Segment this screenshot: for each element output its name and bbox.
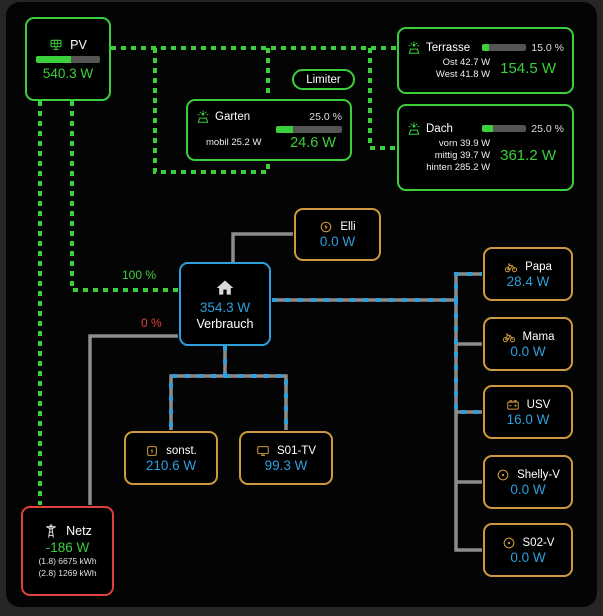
flow-active-papa	[272, 272, 482, 302]
flow-verbrauch-bottom	[169, 346, 288, 430]
papa-value: 28.4 W	[506, 273, 550, 289]
grid-share-label: 0 %	[141, 316, 162, 330]
elli-label: Elli	[340, 221, 356, 233]
pv-value: 540.3 W	[42, 65, 94, 81]
mama-label: Mama	[522, 330, 555, 343]
papa-label: Papa	[525, 260, 552, 273]
limiter-label: Limiter	[306, 73, 341, 86]
node-s02v[interactable]: S02-V 0.0 W	[483, 523, 573, 577]
node-elli[interactable]: Elli 0.0 W	[294, 208, 381, 261]
sonst-value: 210.6 W	[145, 457, 197, 473]
limiter-badge[interactable]: Limiter	[292, 69, 355, 90]
node-shellyv[interactable]: Shelly-V 0.0 W	[483, 455, 573, 509]
bike-icon	[504, 260, 518, 274]
netz-label: Netz	[66, 524, 92, 538]
node-dach[interactable]: Dach 25.0 % vorn 39.9 W mittig 39.7 W hi…	[397, 104, 574, 191]
detail-line: vorn 39.9 W	[438, 137, 491, 149]
terrasse-label: Terrasse	[426, 41, 471, 54]
detail-line: mittig 39.7 W	[434, 149, 491, 161]
netz-import-counter: (1.8) 6675 kWh	[38, 556, 97, 566]
verbrauch-label: Verbrauch	[196, 316, 254, 331]
flow-verbrauch-elli	[231, 232, 293, 262]
detail-line: Ost 42.7 W	[442, 56, 491, 68]
node-usv[interactable]: USV 16.0 W	[483, 385, 573, 439]
pv-share-label: 100 %	[122, 268, 157, 282]
node-netz[interactable]: Netz -186 W (1.8) 6675 kWh (2.8) 1269 kW…	[21, 506, 114, 596]
terrasse-value: 154.5 W	[500, 60, 556, 77]
detail-line: hinten 285.2 W	[426, 161, 491, 173]
s02v-value: 0.0 W	[510, 549, 546, 565]
shellyv-label: Shelly-V	[517, 468, 560, 481]
node-s01tv[interactable]: S01-TV 99.3 W	[239, 431, 333, 485]
usv-label: USV	[526, 398, 551, 411]
netz-value: -186 W	[45, 540, 90, 555]
node-terrasse[interactable]: Terrasse 15.0 % Ost 42.7 W West 41.8 W 1…	[397, 27, 574, 94]
node-papa[interactable]: Papa 28.4 W	[483, 247, 573, 301]
power-dot-icon	[502, 536, 516, 550]
flow-netz-verbrauch	[88, 334, 178, 505]
terrasse-details: Ost 42.7 W West 41.8 W	[407, 57, 500, 81]
flow-garten-return	[153, 48, 270, 174]
flow-active-s01tv	[225, 374, 288, 430]
power-dot-icon	[496, 468, 510, 482]
bike-icon	[502, 330, 516, 344]
elli-value: 0.0 W	[319, 234, 356, 249]
s01tv-label: S01-TV	[277, 444, 316, 457]
garten-percent-bar	[276, 125, 342, 133]
node-pv[interactable]: PV 540.3 W	[25, 17, 111, 101]
garten-value: 24.6 W	[290, 134, 336, 151]
pv-usage-bar	[36, 55, 100, 63]
power-plug-icon	[145, 444, 159, 458]
detail-line: mobil 25.2 W	[206, 136, 262, 148]
s02v-label: S02-V	[522, 536, 555, 549]
mama-value: 0.0 W	[510, 343, 546, 359]
usv-value: 16.0 W	[506, 411, 550, 427]
node-mama[interactable]: Mama 0.0 W	[483, 317, 573, 371]
flow-active-usv	[454, 300, 482, 414]
garten-percent: 25.0 %	[309, 110, 342, 123]
ev-charger-icon	[319, 220, 333, 234]
transmission-tower-icon	[43, 523, 59, 539]
verbrauch-value: 354.3 W	[199, 299, 251, 315]
solar-power-icon	[407, 121, 421, 136]
flow-trunk-dach	[368, 48, 396, 150]
netz-export-counter: (2.8) 1269 kWh	[38, 568, 97, 578]
flow-active-sonst	[169, 346, 227, 430]
dach-value: 361.2 W	[500, 147, 556, 164]
pv-label: PV	[70, 37, 87, 52]
solar-panel-icon	[49, 38, 63, 52]
dach-percent-bar	[482, 125, 527, 132]
flow-trunk-papa	[454, 272, 482, 300]
dach-label: Dach	[426, 122, 453, 135]
node-garten[interactable]: Garten 25.0 % mobil 25.2 W 24.6 W	[186, 99, 352, 161]
detail-line: West 41.8 W	[435, 68, 491, 80]
dach-details: vorn 39.9 W mittig 39.7 W hinten 285.2 W	[407, 138, 500, 174]
s01tv-value: 99.3 W	[264, 457, 308, 473]
shellyv-value: 0.0 W	[510, 481, 546, 497]
car-battery-icon	[506, 398, 520, 412]
home-icon	[215, 278, 235, 298]
monitor-icon	[256, 444, 270, 458]
terrasse-percent-bar	[482, 44, 527, 51]
solar-power-icon	[196, 109, 210, 124]
node-sonst[interactable]: sonst. 210.6 W	[124, 431, 218, 485]
dach-percent: 25.0 %	[531, 122, 564, 135]
garten-label: Garten	[215, 110, 251, 123]
terrasse-percent: 15.0 %	[531, 41, 564, 54]
sonst-label: sonst.	[166, 444, 197, 457]
node-verbrauch[interactable]: 354.3 W Verbrauch	[179, 262, 271, 346]
flow-verbrauch-right-trunk	[272, 298, 482, 552]
flow-pv-verbrauch	[70, 101, 178, 292]
solar-power-icon	[407, 40, 421, 55]
